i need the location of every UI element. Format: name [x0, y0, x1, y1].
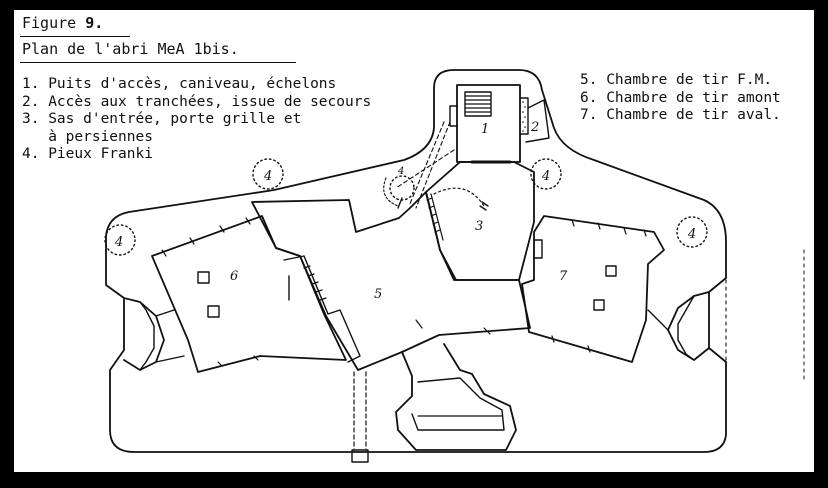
exit-passage: [525, 99, 550, 143]
shaft-niche: [449, 105, 458, 127]
title-underline: [20, 36, 130, 37]
bunker-plan: 1 2 3 4 4 4 4 4 5 6 7: [104, 69, 805, 463]
label-upstream-room: 6: [230, 269, 238, 284]
airlock-door-swing: [433, 187, 485, 207]
downstream-pillar-1: [605, 265, 617, 277]
airlock-markers: [397, 197, 489, 211]
front-embrasure-steps: [411, 377, 505, 431]
pile-circle-2: [530, 158, 562, 190]
figure-sheet: Figure 9. Plan de l'abri MeA 1bis. 1. Pu…: [14, 10, 814, 472]
franki-piles: [104, 158, 708, 256]
label-pile-5: 4: [397, 166, 404, 177]
subtitle-underline: [20, 62, 296, 63]
downstream-room: [521, 215, 665, 363]
label-pile-1: 4: [263, 169, 272, 184]
figure-title: Figure 9.: [22, 14, 103, 32]
legend-item-7: 7. Chambre de tir aval.: [580, 107, 781, 123]
pile-circle-1: [252, 158, 284, 190]
upstream-pillar-2: [207, 305, 220, 318]
exit-stipple: [522, 101, 526, 132]
legend-item-5: 5. Chambre de tir F.M.: [580, 72, 773, 88]
bottom-exit-cap: [351, 449, 369, 463]
left-embrasure: [123, 297, 165, 371]
legend-item-4: 4. Pieux Franki: [22, 146, 153, 162]
label-shaft: 1: [481, 122, 489, 137]
pile-arc: [383, 177, 399, 207]
fm-room: [251, 191, 531, 371]
label-fm-room: 5: [374, 287, 382, 302]
outer-envelope: [105, 69, 727, 453]
upstream-pillar-1: [197, 271, 210, 284]
label-airlock: 3: [475, 219, 483, 234]
downstream-door: [533, 239, 543, 259]
shaft-block: [456, 84, 521, 163]
left-embrasure-link-2: [155, 355, 185, 363]
right-embrasure-link: [647, 309, 669, 331]
dashed-access: [395, 121, 455, 209]
label-pile-2: 4: [541, 169, 550, 184]
label-downstream-room: 7: [559, 269, 568, 284]
fm-tick-2: [483, 327, 491, 335]
ladder-rungs: [464, 95, 492, 113]
figure-subtitle: Plan de l'abri MeA 1bis.: [22, 40, 239, 58]
legend-item-3-cont: à persiennes: [22, 128, 153, 145]
downstream-ticks: [551, 219, 647, 353]
legend-left: 1. Puits d'accès, caniveau, échelons 2. …: [22, 76, 371, 164]
pile-circle-5: [389, 175, 415, 201]
label-pile-3: 4: [114, 235, 123, 250]
downstream-pillar-2: [593, 299, 605, 311]
left-embrasure-link-1: [155, 309, 175, 317]
legend-item-6: 6. Chambre de tir amont: [580, 89, 781, 106]
left-embrasure-inner: [139, 301, 155, 371]
legend-right: 5. Chambre de tir F.M. 6. Chambre de tir…: [580, 72, 781, 125]
legend-item-1: 1. Puits d'accès, caniveau, échelons: [22, 76, 337, 92]
bottom-dashed-exit: [353, 371, 367, 451]
figure-title-prefix: Figure: [22, 14, 86, 32]
upstream-ticks: [161, 217, 259, 367]
front-embrasure: [395, 343, 517, 451]
right-embrasure-inner: [677, 295, 695, 361]
emergency-exit: [519, 97, 529, 135]
label-pile-4: 4: [687, 227, 696, 242]
upstream-room: [151, 215, 347, 373]
fm-tick-1: [415, 319, 423, 329]
figure-number: 9.: [85, 14, 104, 32]
label-exit: 2: [530, 120, 539, 135]
legend-item-3: 3. Sas d'entrée, porte grille et: [22, 111, 302, 127]
legend-item-2: 2. Accès aux tranchées, issue de secours: [22, 93, 372, 110]
right-embrasure: [667, 291, 710, 361]
pile-circle-4: [676, 216, 708, 248]
pile-circle-3: [104, 224, 136, 256]
